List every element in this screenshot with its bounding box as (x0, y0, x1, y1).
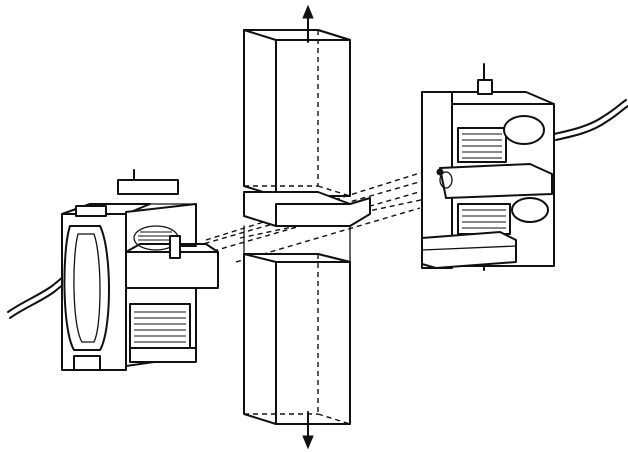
coil-assembly-right (421, 63, 555, 271)
right-cable (553, 99, 628, 141)
column-bar (243, 29, 371, 425)
double-arrow (302, 4, 314, 450)
coil-assembly-left (61, 169, 219, 371)
